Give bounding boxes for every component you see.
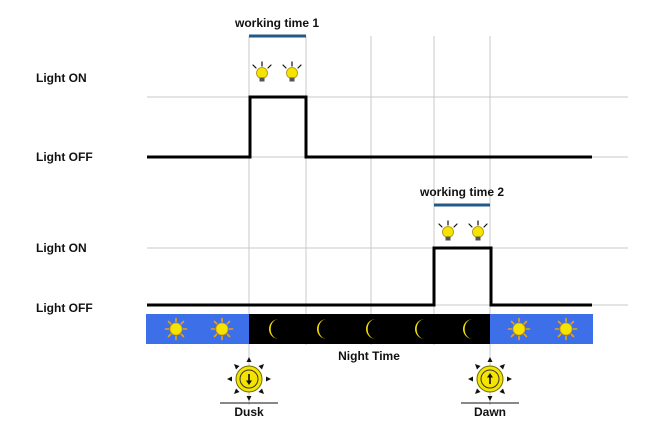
sun-icon xyxy=(554,317,578,341)
light-on-label-2: Light ON xyxy=(36,241,87,255)
light-off-label-2: Light OFF xyxy=(36,301,93,315)
day-sky-morning xyxy=(490,314,593,344)
night-time-label: Night Time xyxy=(338,349,400,363)
sun-icon xyxy=(507,317,531,341)
light-bulb-icon xyxy=(438,220,458,242)
light-bulb-icon xyxy=(252,61,272,83)
light-off-label-1: Light OFF xyxy=(36,150,93,164)
working-time-2-label: working time 2 xyxy=(419,185,504,199)
day-night-bar xyxy=(146,314,593,344)
signal-trace-2 xyxy=(147,246,592,307)
light-bulb-icon xyxy=(468,220,488,242)
day-sky-evening xyxy=(146,314,249,344)
signal-trace-1 xyxy=(147,95,592,159)
light-on-label-1: Light ON xyxy=(36,71,87,85)
dawn-label: Dawn xyxy=(474,405,506,419)
working-time-1-label: working time 1 xyxy=(234,16,319,30)
sun-icon xyxy=(210,317,234,341)
sunrise-arrow-up-icon xyxy=(467,356,513,402)
sun-icon xyxy=(164,317,188,341)
sunset-arrow-down-icon xyxy=(226,356,272,402)
light-bulb-icon xyxy=(282,61,302,83)
dusk-label: Dusk xyxy=(234,405,264,419)
night-sky xyxy=(249,314,490,344)
